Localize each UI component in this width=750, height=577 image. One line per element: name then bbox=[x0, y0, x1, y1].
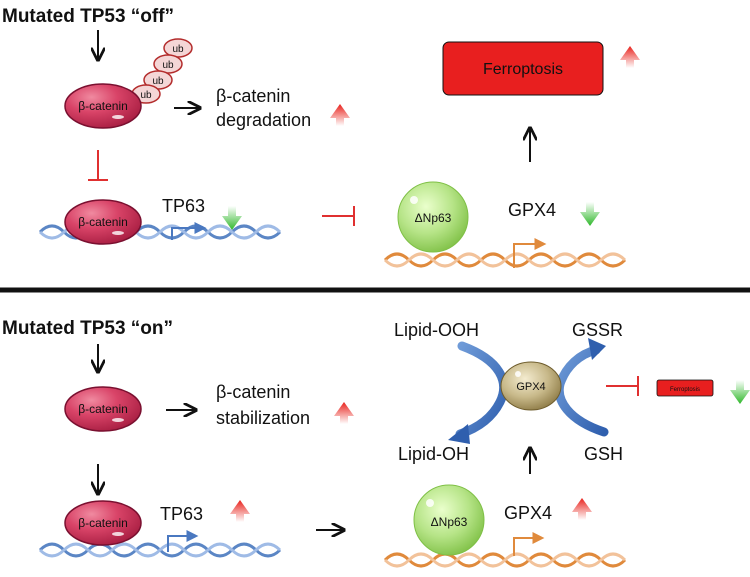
tp63-up-arrow bbox=[230, 500, 250, 522]
curve-glutathione-arrow bbox=[554, 345, 609, 437]
ub-label-2: ub bbox=[162, 60, 174, 71]
degradation-label-2: degradation bbox=[216, 110, 311, 130]
dnp63-bottom: ΔNp63 bbox=[413, 484, 485, 556]
dna-top-right bbox=[383, 252, 627, 268]
tp63-label-bottom: TP63 bbox=[160, 504, 203, 524]
ferroptosis-down-arrow-bottom bbox=[730, 380, 750, 404]
gpx4-label-top: GPX4 bbox=[508, 200, 556, 220]
lipid-oh-label: Lipid-OH bbox=[398, 444, 469, 464]
gssr-label: GSSR bbox=[572, 320, 623, 340]
svg-text:β-catenin: β-catenin bbox=[78, 99, 128, 113]
ubiquitin-chain: ub ub ub ub bbox=[131, 38, 193, 104]
gpx4-down-arrow bbox=[580, 202, 600, 226]
tp63-promoter-arrow-top bbox=[171, 222, 207, 240]
curve-glutathione-arrowhead bbox=[588, 338, 606, 360]
svg-text:ΔNp63: ΔNp63 bbox=[415, 211, 452, 225]
ub-label-3: ub bbox=[152, 76, 164, 87]
svg-text:GPX4: GPX4 bbox=[516, 381, 545, 393]
beta-catenin-on-dna-top: β-catenin bbox=[64, 199, 142, 245]
gpx4-up-arrow bbox=[572, 498, 592, 520]
gpx4-enzyme: GPX4 bbox=[500, 361, 562, 411]
svg-text:Ferroptosis: Ferroptosis bbox=[483, 61, 563, 78]
stabilization-label-1: β-catenin bbox=[216, 382, 290, 402]
bottom-title: Mutated TP53 “on” bbox=[2, 318, 173, 339]
ferroptosis-box-bottom: Ferroptosis bbox=[656, 379, 714, 397]
inhibit-tp63-to-gpx4 bbox=[322, 206, 355, 226]
svg-text:β-catenin: β-catenin bbox=[78, 215, 128, 229]
top-title: Mutated TP53 “off” bbox=[2, 6, 174, 27]
inhibit-gpx4-to-ferroptosis bbox=[606, 376, 639, 396]
tp63-label-top: TP63 bbox=[162, 196, 205, 216]
dna-bottom-left bbox=[38, 542, 282, 558]
lipid-ooh-label: Lipid-OOH bbox=[394, 320, 479, 340]
curve-lipid-arrow bbox=[455, 341, 509, 439]
ub-label-4: ub bbox=[140, 90, 152, 101]
beta-catenin-top: β-catenin bbox=[64, 83, 142, 129]
degradation-label-1: β-catenin bbox=[216, 86, 290, 106]
svg-text:Ferroptosis: Ferroptosis bbox=[670, 387, 700, 393]
svg-text:β-catenin: β-catenin bbox=[78, 402, 128, 416]
gsh-label: GSH bbox=[584, 444, 623, 464]
ferroptosis-up-arrow-top bbox=[620, 46, 640, 68]
dna-bottom-right bbox=[383, 552, 627, 568]
tp63-promoter-arrow-bottom bbox=[167, 530, 199, 552]
beta-catenin-on-dna-bottom: β-catenin bbox=[64, 500, 142, 546]
svg-text:ΔNp63: ΔNp63 bbox=[431, 515, 468, 529]
degradation-up-arrow bbox=[330, 104, 350, 126]
inhibit-beta-to-dna bbox=[88, 150, 108, 181]
gpx4-promoter-arrow-bottom bbox=[513, 532, 545, 556]
tp63-down-arrow bbox=[222, 206, 242, 230]
dnp63-top: ΔNp63 bbox=[397, 181, 469, 253]
stabilization-up-arrow bbox=[334, 402, 354, 424]
svg-text:β-catenin: β-catenin bbox=[78, 516, 128, 530]
ferroptosis-box-top: Ferroptosis bbox=[442, 41, 604, 96]
ub-label-1: ub bbox=[172, 44, 184, 55]
beta-catenin-bottom: β-catenin bbox=[64, 386, 142, 432]
gpx4-promoter-arrow-top bbox=[513, 238, 547, 268]
gpx4-label-bottom: GPX4 bbox=[504, 503, 552, 523]
stabilization-label-2: stabilization bbox=[216, 408, 310, 428]
curve-lipid-arrowhead bbox=[448, 424, 470, 444]
